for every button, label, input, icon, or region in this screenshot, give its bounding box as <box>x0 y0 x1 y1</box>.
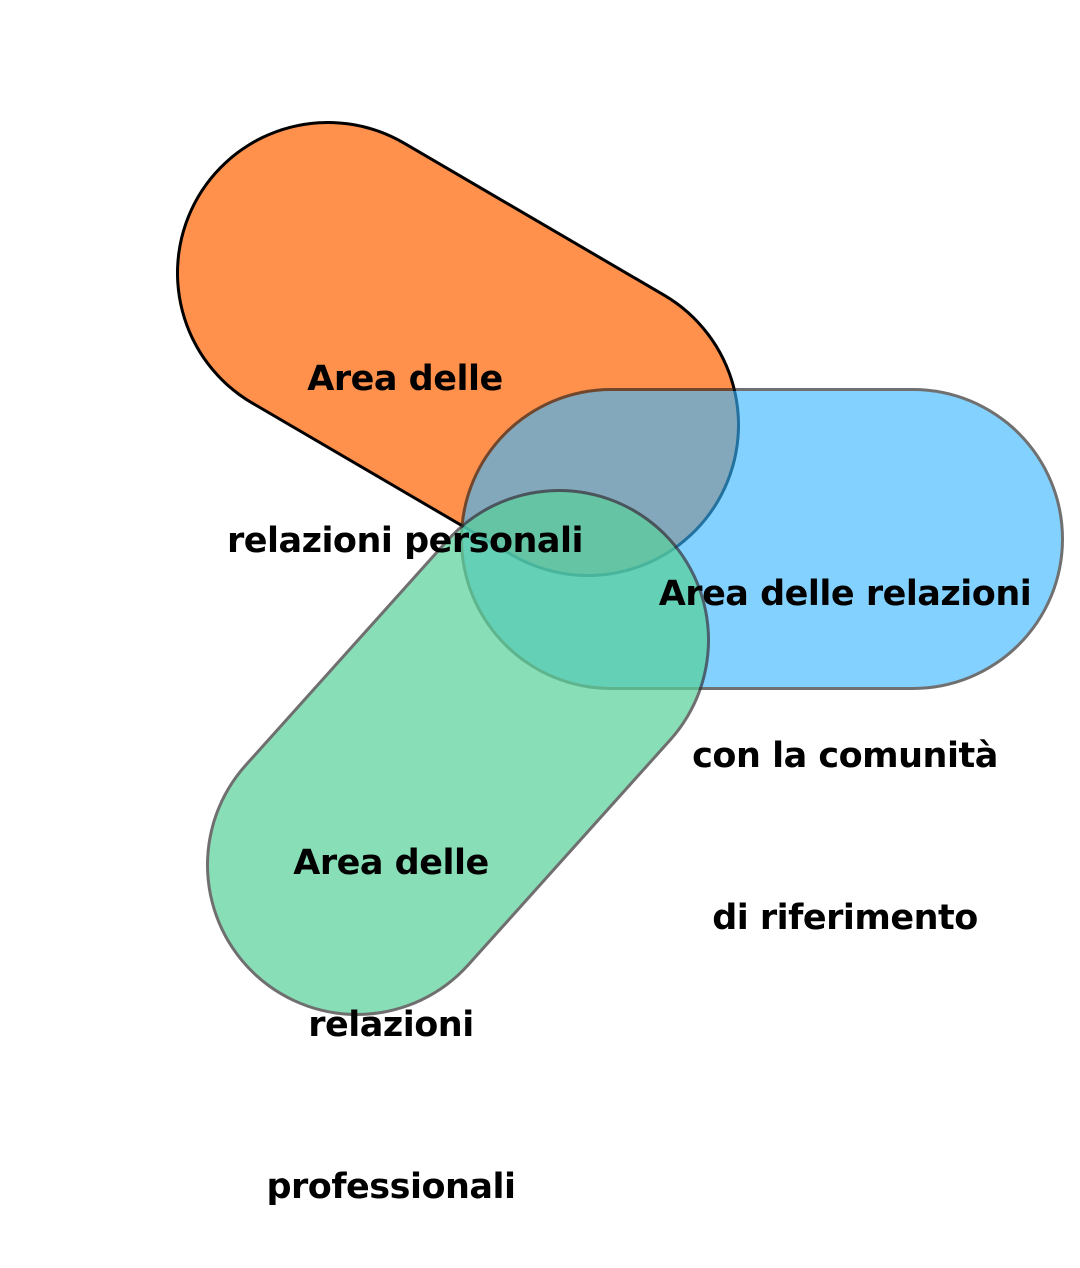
label-line: Area delle relazioni <box>658 574 1032 614</box>
label-line: di riferimento <box>712 898 978 938</box>
pill-personal-relations <box>176 121 740 577</box>
label-line: con la comunità <box>692 736 998 776</box>
label-personal-relations: Area delle relazioni personali <box>180 244 630 622</box>
label-line: relazioni <box>308 1005 474 1045</box>
diagram-canvas <box>176 121 1064 1016</box>
label-professional-relations: Area delle relazioni professionali <box>166 728 616 1268</box>
label-line: professionali <box>266 1167 516 1207</box>
label-line: relazioni personali <box>226 521 584 561</box>
label-community-relations: Area delle relazioni con la comunità di … <box>620 459 1070 999</box>
pill-professional-relations <box>206 489 710 1016</box>
label-line: Area delle <box>307 359 503 399</box>
label-line: Area delle <box>293 843 489 883</box>
